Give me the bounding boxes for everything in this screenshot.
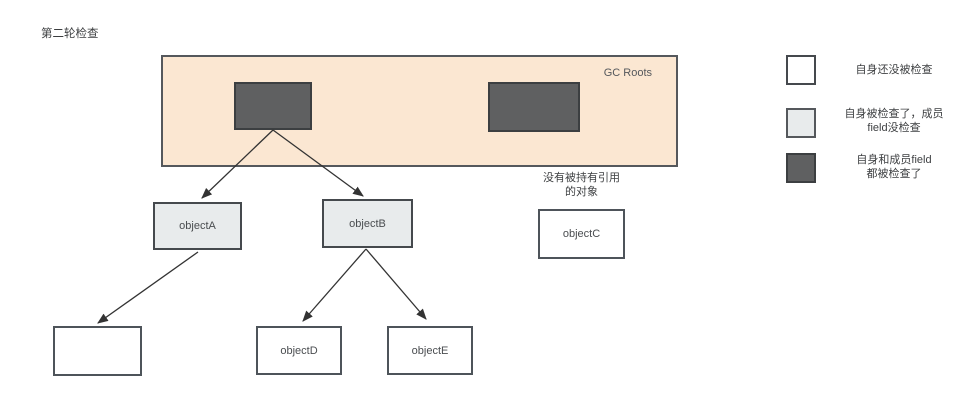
node-objectE: objectE bbox=[387, 326, 473, 375]
node-objectA: objectA bbox=[153, 202, 242, 250]
arrow-objectB-to-objectD bbox=[302, 248, 367, 322]
node-unlabeled bbox=[53, 326, 142, 376]
node-objectC: objectC bbox=[538, 209, 625, 259]
legend-label-fully-checked: 自身和成员field 都被检查了 bbox=[818, 154, 959, 181]
legend-label-unchecked: 自身还没被检查 bbox=[818, 64, 959, 78]
page-title: 第二轮检查 bbox=[41, 28, 99, 40]
legend-label-fully-checked-line1: 自身和成员field bbox=[856, 154, 932, 166]
node-objectB: objectB bbox=[322, 199, 413, 248]
legend-label-fully-checked-line2: 都被检查了 bbox=[866, 167, 922, 180]
node-objectB-label: objectB bbox=[349, 217, 386, 230]
node-objectD-label: objectD bbox=[280, 344, 318, 357]
node-objectC-label: objectC bbox=[562, 228, 601, 240]
gc-roots-label: GC Roots bbox=[603, 67, 652, 79]
legend-label-self-checked-line1: 自身被检查了，成员 bbox=[844, 108, 944, 120]
objectC-note-line2: 的对象 bbox=[565, 185, 598, 198]
legend-label-self-checked-line2: field没检查 bbox=[867, 121, 921, 134]
legend-swatch-fully-checked bbox=[786, 153, 816, 183]
objectC-note: 没有被持有引用 的对象 bbox=[521, 172, 642, 199]
node-objectA-label: objectA bbox=[179, 220, 216, 232]
arrow-objectB-to-objectE bbox=[365, 248, 427, 320]
legend-swatch-unchecked bbox=[786, 55, 816, 85]
node-gc-root-2 bbox=[488, 82, 580, 132]
arrow-objectA-to-unlabeled bbox=[97, 251, 199, 324]
objectC-note-line1: 没有被持有引用 bbox=[543, 172, 620, 184]
node-objectD: objectD bbox=[256, 326, 342, 375]
legend-swatch-self-checked bbox=[786, 108, 816, 138]
node-objectE-label: objectE bbox=[411, 344, 449, 357]
node-gc-root-1 bbox=[234, 82, 312, 130]
legend-label-unchecked-line1: 自身还没被检查 bbox=[855, 64, 933, 76]
legend-label-self-checked: 自身被检查了，成员 field没检查 bbox=[818, 108, 959, 135]
